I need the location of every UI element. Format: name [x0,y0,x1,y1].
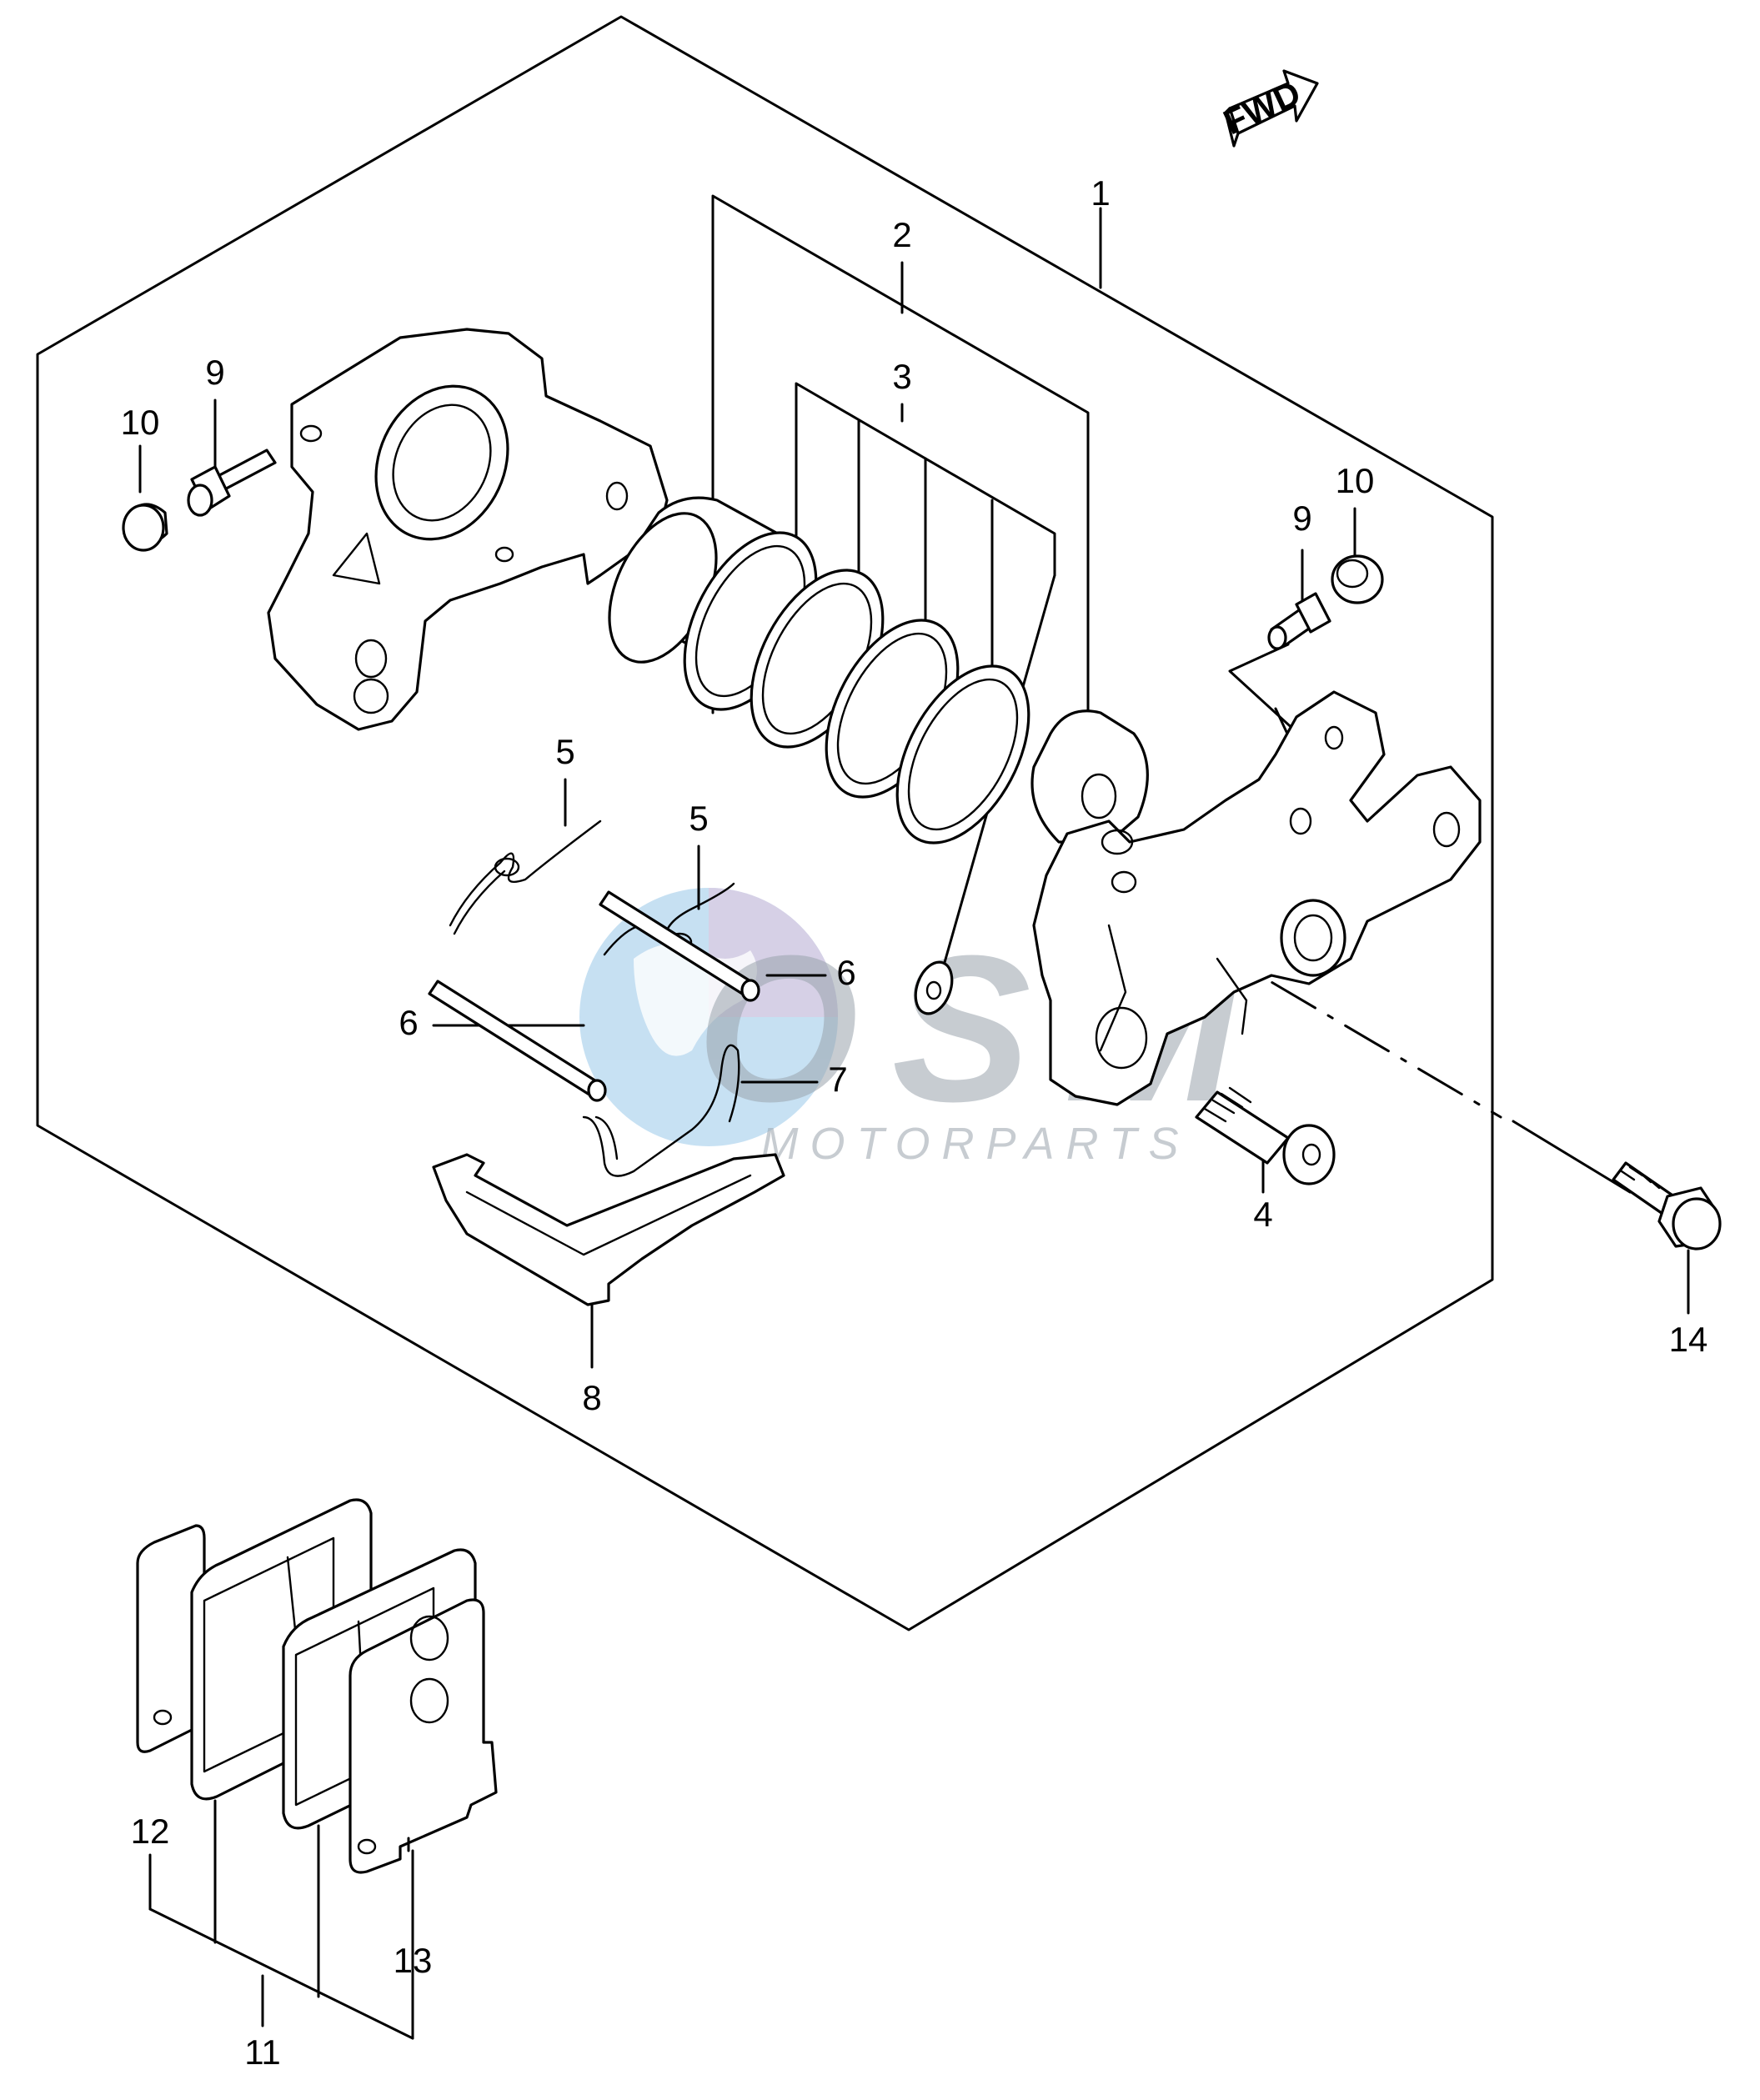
callout-14: 14 [1669,1320,1708,1359]
bracket-item-2 [711,194,1090,860]
pin-bolt-item-4 [1195,1086,1336,1185]
caliper-body-right [1030,690,1482,1106]
callout-1: 1 [1091,173,1110,213]
callout-9a: 9 [205,353,224,392]
pad-leaders [148,1799,414,2040]
assembly-frame [36,15,1494,1631]
callout-2: 2 [892,215,911,254]
callout-5a: 5 [555,732,574,771]
callout-9b: 9 [1292,499,1311,538]
bleeder-cap-left [122,503,168,552]
pad-shim-item-8 [432,1153,785,1306]
callout-13: 13 [394,1941,433,1980]
callout-3: 3 [892,357,911,396]
washer [914,960,954,1015]
callout-11: 11 [244,2032,281,2072]
flange-bolt-item-14 [1612,1161,1722,1250]
callout-10b: 10 [1336,461,1375,500]
bleeder-cap-right [1331,554,1384,604]
callout-6b: 6 [399,1003,418,1042]
callout-10a: 10 [121,403,160,442]
callout-labels: 1 2 3 4 5 5 6 6 7 8 9 9 10 10 11 12 13 1… [121,173,1708,2072]
bleeder-valve-left [187,449,277,517]
pad-pins [428,890,760,1102]
callout-12: 12 [131,1812,170,1851]
callout-6a: 6 [836,953,855,992]
caliper-body-left [267,328,669,731]
bleeder-valve-right [1267,592,1331,650]
brake-pads [136,1498,498,1874]
callout-5b: 5 [689,799,708,838]
callout-8: 8 [582,1378,601,1417]
seal-rings [683,531,1030,845]
callout-7: 7 [828,1060,847,1099]
fwd-arrow-icon: FWD [1217,69,1319,148]
fwd-label: FWD [1217,73,1306,142]
pad-spring-item-7 [582,1044,740,1177]
watermark-subtitle: MOTORPARTS [760,1119,1190,1169]
callout-4: 4 [1253,1195,1272,1234]
